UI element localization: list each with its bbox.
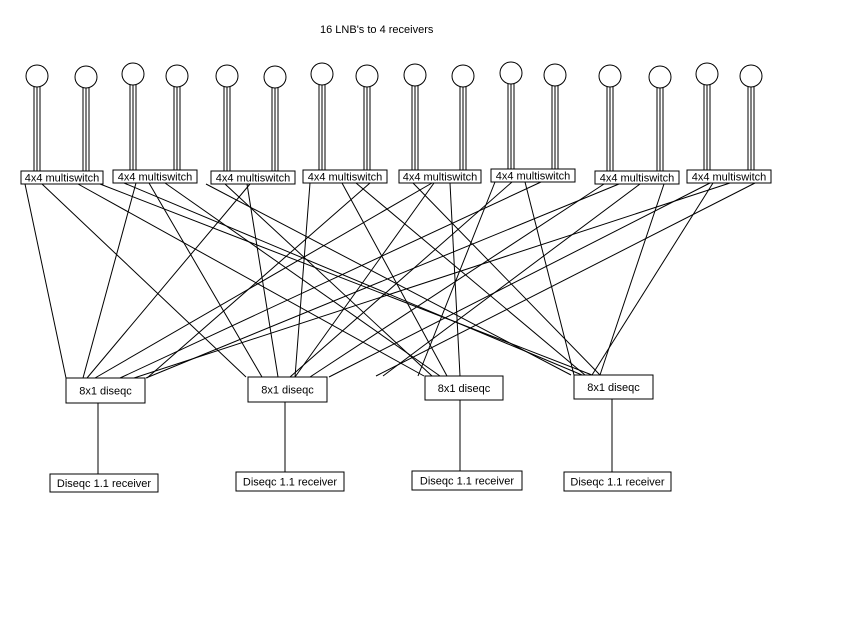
multiswitch-to-diseqc-line [599,183,665,376]
multiswitch: 4x4 multiswitch [20,170,104,185]
multiswitch-to-diseqc-line [77,183,425,377]
multiswitch-to-diseqc-line [224,183,433,377]
lnb-dish [310,62,334,86]
multiswitch-to-diseqc-line [246,183,279,378]
multiswitch-box [686,169,772,184]
diseqc-switch-label: 8x1 diseqc [587,382,640,394]
multiswitch-label: 4x4 multiswitch [118,172,193,184]
receiver: Diseqc 1.1 receiver [411,470,523,491]
multiswitch-to-diseqc-line [294,182,311,378]
multiswitch-to-diseqc-line [412,182,601,376]
diseqc-switch: 8x1 diseqc [573,374,654,400]
lnb-dish [74,65,98,89]
multiswitch-to-diseqc-line [119,181,542,379]
receiver: Diseqc 1.1 receiver [49,473,159,493]
multiswitch-to-diseqc-line [417,181,496,377]
multiswitch-to-diseqc-line [524,181,575,376]
multiswitch-label: 4x4 multiswitch [496,171,571,183]
connection-lines [24,181,756,474]
diseqc-switch: 8x1 diseqc [247,376,328,403]
multiswitch-to-diseqc-line [146,182,371,379]
multiswitch: 4x4 multiswitch [302,169,388,184]
multiswitch-to-diseqc-line [148,182,263,378]
lnb-dish [121,62,145,86]
diseqc-switch-box [424,375,504,401]
receiver: Diseqc 1.1 receiver [563,471,672,492]
diagram-nodes: 4x4 multiswitch 4x4 multiswitch 4x4 multis… [20,61,772,493]
lnb-dish [25,64,49,88]
multiswitch-to-diseqc-line [328,182,711,378]
receiver-box [49,473,159,493]
multiswitch-to-diseqc-line [24,183,67,379]
multiswitch-to-diseqc-line [591,182,714,376]
lnb-dish [695,62,719,86]
multiswitch: 4x4 multiswitch [210,170,296,185]
multiswitch-box [594,170,680,185]
multiswitch-to-diseqc-line [355,182,586,376]
multiswitch-label: 4x4 multiswitch [692,172,767,184]
lnb-dish [648,65,672,89]
multiswitch-to-diseqc-line [294,182,435,378]
multiswitch: 4x4 multiswitch [594,170,680,185]
lnb-dish [215,64,239,88]
lnb-dish [263,65,287,89]
diseqc-switch-box [65,377,146,404]
multiswitch-to-diseqc-line [145,183,620,379]
multiswitch-box [302,169,388,184]
diseqc-switch-box [247,376,328,403]
multiswitch-label: 4x4 multiswitch [600,173,675,185]
receiver-label: Diseqc 1.1 receiver [243,477,337,489]
multiswitch-label: 4x4 multiswitch [403,172,478,184]
receiver: Diseqc 1.1 receiver [235,471,345,492]
diseqc-switch-label: 8x1 diseqc [79,386,132,398]
lnb-dish [355,64,379,88]
lnb-dish [543,63,567,87]
multiswitch-to-diseqc-line [86,183,251,379]
multiswitch-to-diseqc-line [205,183,572,376]
multiswitch-to-diseqc-line [123,182,583,376]
diseqc-switch: 8x1 diseqc [65,377,146,404]
receiver-box [235,471,345,492]
multiswitch-box [398,169,482,184]
multiswitch: 4x4 multiswitch [686,169,772,184]
receiver-label: Diseqc 1.1 receiver [420,476,514,488]
multiswitch: 4x4 multiswitch [490,168,576,183]
multiswitch-to-diseqc-line [341,182,448,377]
multiswitch-box [20,170,104,185]
multiswitch-to-diseqc-line [375,182,756,377]
multiswitch-to-diseqc-line [82,182,137,379]
multiswitch-box [490,168,576,183]
lnb-dish [499,61,523,85]
diseqc-switch-box [573,374,654,400]
multiswitch-to-diseqc-line [99,183,593,376]
diseqc-switch-label: 8x1 diseqc [261,385,314,397]
multiswitch-box [210,170,296,185]
multiswitch-label: 4x4 multiswitch [216,173,291,185]
multiswitch: 4x4 multiswitch [398,169,482,184]
multiswitch-to-diseqc-line [133,182,731,379]
multiswitch-label: 4x4 multiswitch [308,172,383,184]
receiver-label: Diseqc 1.1 receiver [57,478,151,490]
receiver-label: Diseqc 1.1 receiver [570,477,664,489]
lnb-dish [165,64,189,88]
lnb-dish [451,64,475,88]
lnb-dish [739,64,763,88]
receiver-box [411,470,523,491]
lnb-dish [598,64,622,88]
multiswitch-to-diseqc-line [41,183,247,378]
diseqc-switch: 8x1 diseqc [424,375,504,401]
lnb-dish [403,63,427,87]
diseqc-switch-label: 8x1 diseqc [438,383,491,395]
diagram-title: 16 LNB's to 4 receivers [320,24,434,36]
receiver-box [563,471,672,492]
multiswitch-to-diseqc-line [289,181,513,378]
multiswitch: 4x4 multiswitch [112,169,198,184]
multiswitch-to-diseqc-line [94,182,433,379]
multiswitch-box [112,169,198,184]
multiswitch-to-diseqc-line [449,182,461,377]
multiswitch-to-diseqc-line [309,183,605,378]
multiswitch-label: 4x4 multiswitch [25,173,100,185]
multiswitch-to-diseqc-line [382,183,641,377]
